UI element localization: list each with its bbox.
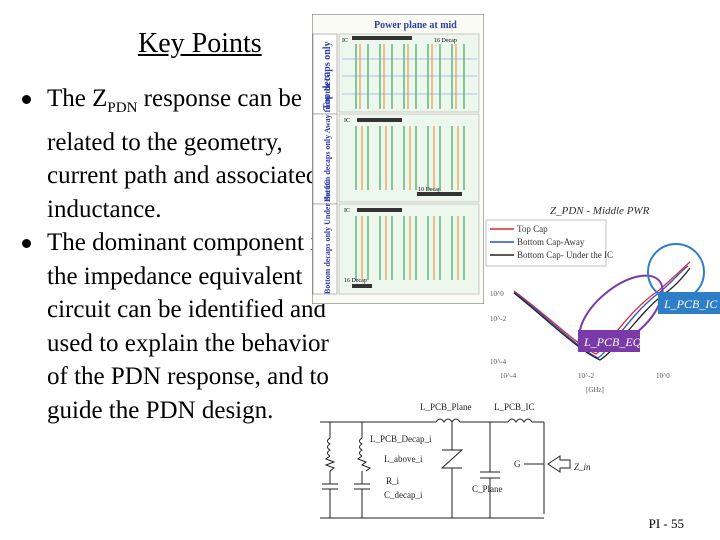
- board-panel-top: IC 16 Decap: [338, 33, 480, 113]
- label-g: G: [514, 459, 521, 469]
- label-labove: L_above_i: [384, 454, 423, 464]
- svg-text:IC: IC: [344, 118, 350, 124]
- side-label-top: Top decaps only: [322, 41, 333, 110]
- x-tick: 10^-4: [500, 372, 517, 380]
- y-tick: 10^-2: [490, 315, 507, 323]
- y-tick: 10^0: [490, 290, 504, 298]
- callout-eq: L_PCB_EQ: [583, 335, 642, 349]
- board-top-title: Power plane at mid: [374, 20, 457, 31]
- x-tick: 10^0: [656, 372, 670, 380]
- board-panel-away: IC 10 Decap: [338, 113, 480, 203]
- plot-title: Z_PDN - Middle PWR: [550, 205, 650, 217]
- svg-text:16 Decap: 16 Decap: [434, 38, 457, 44]
- side-label-under: Bottom decaps only Under the IC: [323, 179, 332, 294]
- label-ri: R_i: [386, 476, 400, 486]
- y-tick: 10^-4: [490, 358, 507, 366]
- x-unit: [GHz]: [586, 386, 604, 394]
- label-lpcb-decap: L_PCB_Decap_i: [370, 434, 432, 444]
- legend-bottom-away: Bottom Cap-Away: [517, 237, 585, 247]
- label-zin: Z_in: [574, 462, 591, 472]
- bullet-dot-icon: [22, 239, 31, 248]
- impedance-plot: Z_PDN - Middle PWR Top Cap Bottom Cap-Aw…: [485, 205, 720, 394]
- legend-top-cap: Top Cap: [517, 224, 548, 234]
- bullet-item: The ZPDN response can be related to the …: [18, 82, 338, 226]
- svg-text:10 Decap: 10 Decap: [418, 187, 441, 193]
- bullet-dot-icon: [22, 95, 31, 104]
- callout-eq-box: [578, 330, 640, 352]
- bullet-list: The ZPDN response can be related to the …: [18, 82, 338, 427]
- label-lpcb-ic: L_PCB_IC: [494, 402, 535, 412]
- svg-text:IC: IC: [342, 38, 348, 44]
- x-tick: 10^-2: [578, 372, 595, 380]
- svg-text:IC: IC: [344, 208, 350, 214]
- slide-title: Key Points: [138, 28, 262, 59]
- svg-text:16 Decap: 16 Decap: [344, 278, 367, 284]
- plot-legend: [485, 219, 607, 267]
- bullet-item: The dominant component in the impedance …: [18, 226, 338, 427]
- label-lpcb-plane: L_PCB_Plane: [420, 402, 472, 412]
- legend-bottom-under: Bottom Cap- Under the IC: [517, 250, 613, 260]
- label-cplane: C_Plane: [472, 484, 503, 494]
- input-arrow-icon: [547, 455, 571, 473]
- ic-circle: [647, 243, 705, 301]
- equivalent-circuit: L_PCB_Plane L_PCB_IC L_PCB_Decap_i L_abo…: [320, 402, 591, 519]
- page-number: PI - 55: [648, 516, 684, 531]
- board-panel-under: IC 16 Decap: [338, 203, 480, 295]
- callout-ic-box: [658, 292, 720, 314]
- board-figure: Power plane at mid Top decaps only Botto…: [312, 14, 484, 304]
- side-label-away: Bottom decaps only Away from the IC: [323, 72, 332, 202]
- callout-ic: L_PCB_IC: [663, 297, 718, 311]
- label-cdecap: C_decap_i: [384, 490, 423, 500]
